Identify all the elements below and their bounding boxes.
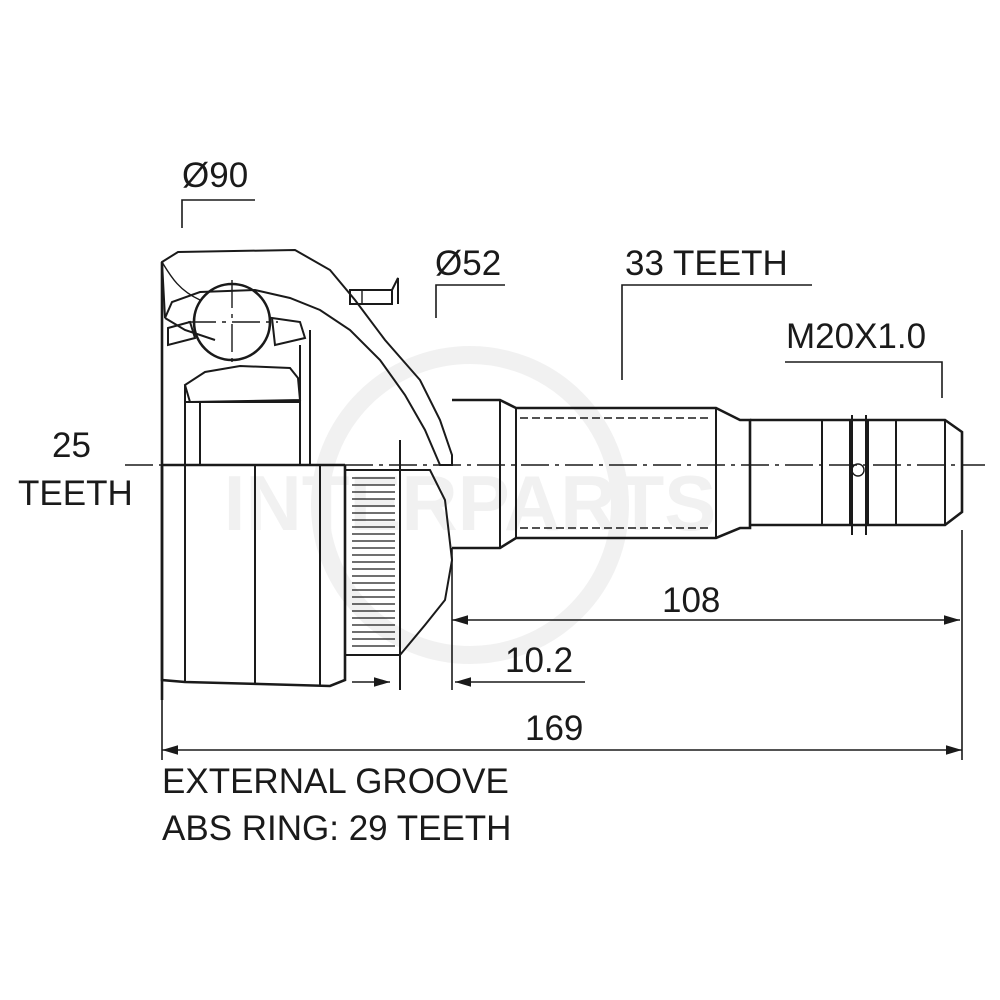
external-groove: [349, 277, 399, 305]
dimension-169: [161, 690, 962, 760]
label-dia-neck: Ø52: [435, 244, 501, 283]
abs-ring: [344, 440, 454, 690]
label-dia-outer: Ø90: [182, 156, 248, 195]
dimension-108: [451, 530, 963, 760]
label-length-total: 169: [525, 709, 583, 748]
shaft: [452, 398, 752, 550]
label-note-groove: EXTERNAL GROOVE: [162, 762, 509, 801]
label-length-shaft: 108: [662, 581, 720, 620]
label-inner-teeth-value: 25: [52, 426, 91, 465]
label-thread: M20X1.0: [786, 317, 926, 356]
leaders: [181, 199, 943, 398]
ball: [188, 280, 278, 366]
threaded-end: [750, 415, 964, 535]
label-shaft-teeth: 33 TEETH: [625, 244, 788, 283]
label-note-abs: ABS RING: 29 TEETH: [162, 809, 511, 848]
label-length-groove: 10.2: [505, 641, 573, 680]
watermark-text: INTERPARTS: [224, 459, 717, 547]
inner-race: [167, 316, 311, 465]
watermark: INTERPARTS: [224, 346, 717, 664]
label-inner-teeth-unit: TEETH: [18, 474, 133, 513]
